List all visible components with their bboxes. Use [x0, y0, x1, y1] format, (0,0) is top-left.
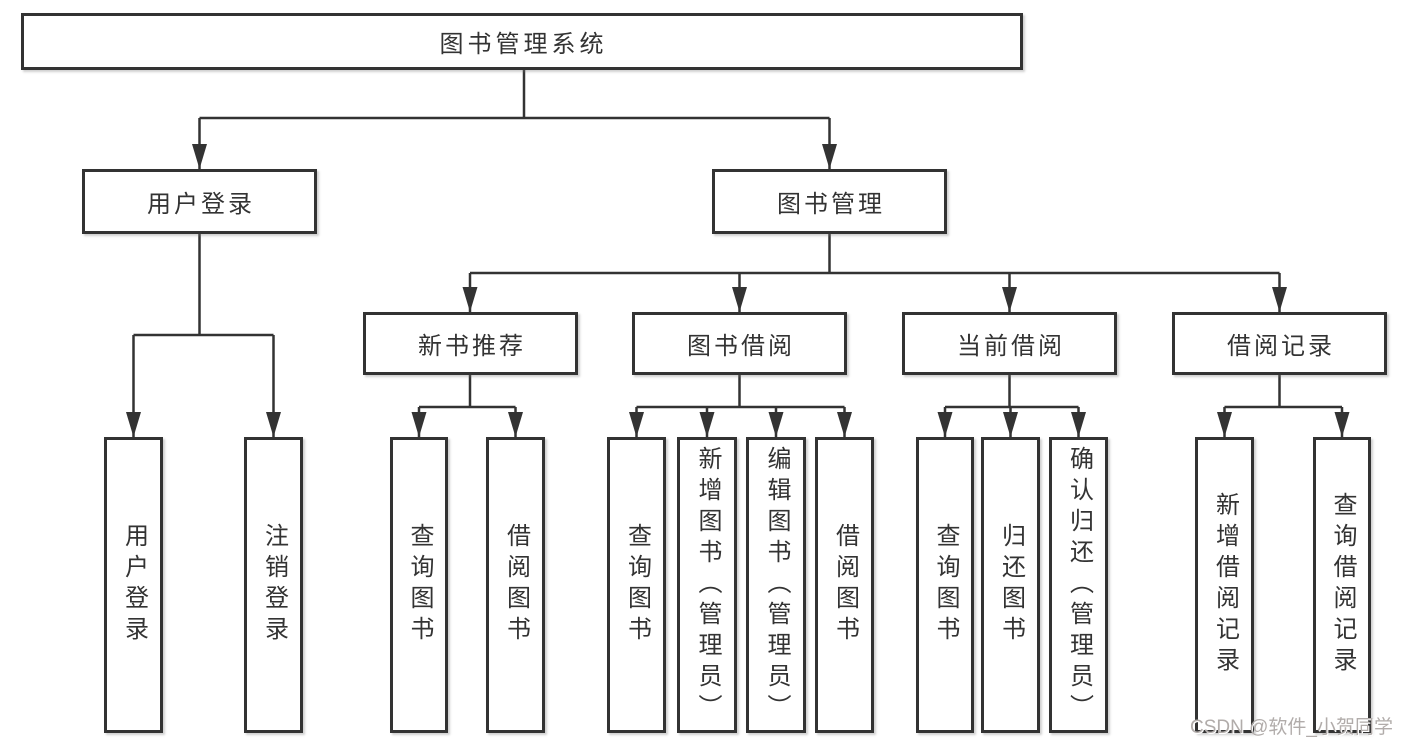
leaf-confirm-return-admin: 确认归还（管理员）: [1049, 437, 1108, 733]
connector-book-borrowing-children: [629, 375, 852, 437]
node-label: 新增图书（管理员）: [694, 445, 721, 725]
node-user-login: 用户登录: [82, 169, 317, 234]
connector-borrowing-records-children: [1217, 375, 1350, 437]
leaf-edit-books-admin: 编辑图书（管理员）: [746, 437, 806, 733]
leaf-add-borrow-record: 新增借阅记录: [1195, 437, 1254, 733]
node-new-book-recommendation: 新书推荐: [363, 312, 578, 375]
node-borrowing-records: 借阅记录: [1172, 312, 1387, 375]
leaf-logout: 注销登录: [244, 437, 303, 733]
connector-new-book-recommendation-children: [411, 375, 523, 437]
node-label: 图书管理系统: [439, 31, 608, 58]
leaf-query-books-current: 查询图书: [916, 437, 974, 733]
node-book-management: 图书管理: [712, 169, 947, 234]
connector-book-management-children: [462, 234, 1287, 312]
node-label: 借阅图书: [831, 523, 859, 647]
node-label: 注销登录: [260, 523, 288, 647]
leaf-query-books-recommend: 查询图书: [390, 437, 448, 733]
node-label: 图书借阅: [687, 333, 795, 360]
leaf-borrow-books-recommend: 借阅图书: [486, 437, 545, 733]
leaf-return-books: 归还图书: [981, 437, 1040, 733]
node-label: 查询图书: [623, 523, 651, 647]
leaf-borrow-books: 借阅图书: [815, 437, 874, 733]
node-label: 查询图书: [932, 523, 959, 647]
connector-user-login-children: [126, 234, 281, 437]
leaf-user-login: 用户登录: [104, 437, 163, 733]
node-label: 用户登录: [120, 523, 148, 647]
node-label: 借阅记录: [1227, 333, 1335, 360]
node-label: 借阅图书: [502, 523, 530, 647]
connector-current-borrowing-children: [937, 375, 1086, 437]
node-label: 编辑图书（管理员）: [763, 445, 790, 725]
connector-root-to-level2: [192, 70, 837, 169]
node-label: 查询借阅记录: [1329, 492, 1356, 678]
leaf-query-borrow-record: 查询借阅记录: [1313, 437, 1371, 733]
leaf-add-books-admin: 新增图书（管理员）: [677, 437, 737, 733]
node-label: 用户登录: [147, 191, 255, 218]
node-label: 当前借阅: [957, 333, 1065, 360]
node-label: 归还图书: [997, 523, 1025, 647]
node-label: 新书推荐: [418, 333, 526, 360]
node-label: 确认归还（管理员）: [1065, 445, 1093, 725]
node-current-borrowing: 当前借阅: [902, 312, 1117, 375]
node-label: 新增借阅记录: [1211, 492, 1239, 678]
node-label: 图书管理: [777, 191, 885, 218]
node-book-borrowing: 图书借阅: [632, 312, 847, 375]
csdn-watermark: CSDN @软件_小贺同学: [1190, 717, 1393, 738]
node-library-management-system: 图书管理系统: [21, 13, 1023, 70]
node-label: 查询图书: [406, 523, 433, 647]
leaf-query-books-borrowing: 查询图书: [607, 437, 666, 733]
